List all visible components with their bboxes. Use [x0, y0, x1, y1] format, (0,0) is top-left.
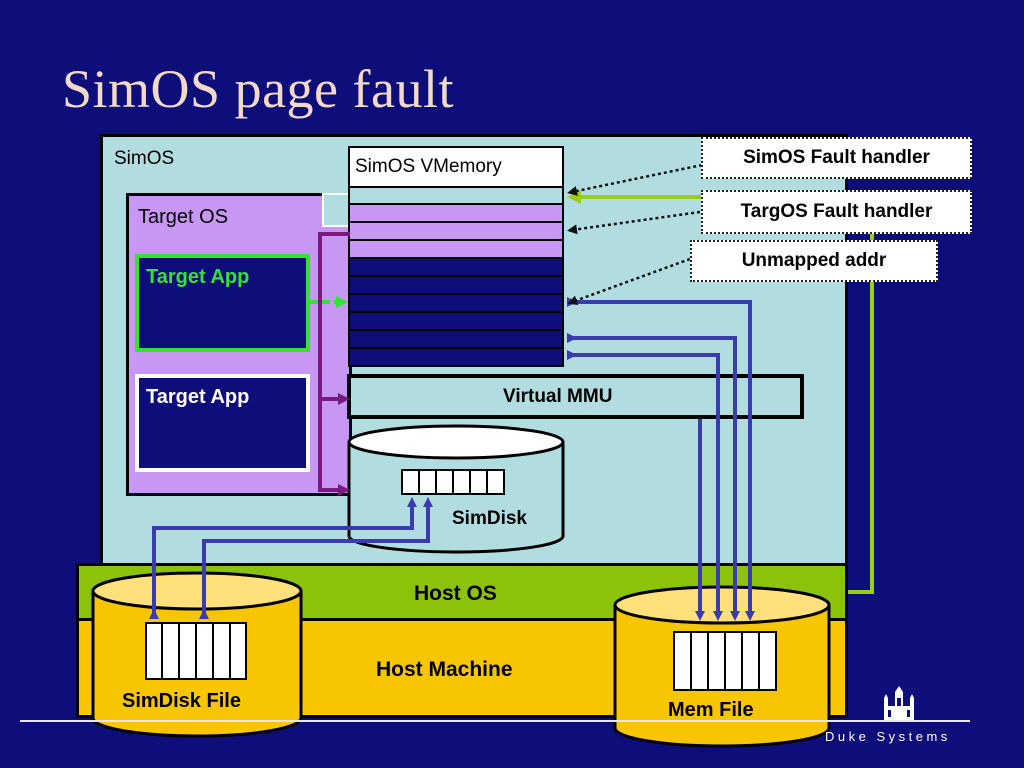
footer-brand: Duke Systems: [825, 729, 951, 744]
footer-rule: [20, 720, 970, 722]
virtual-mmu-label: Virtual MMU: [503, 386, 613, 407]
callout-targos-fault-handler: TargOS Fault handler: [701, 190, 972, 234]
vmemory-page: [348, 295, 564, 313]
simdisk-file-label: SimDisk File: [122, 690, 241, 712]
vmemory-page: [348, 277, 564, 295]
callout-simos-fault-handler: SimOS Fault handler: [701, 137, 972, 179]
slide-title: SimOS page fault: [62, 59, 454, 119]
host-os-label: Host OS: [414, 582, 497, 605]
vmemory-page: [348, 349, 564, 367]
vmemory-page: [348, 313, 564, 331]
host-machine-label: Host Machine: [376, 658, 513, 681]
vmemory-tab: [322, 193, 350, 227]
vmemory-page: [348, 223, 564, 241]
target-app-label-2: Target App: [146, 386, 250, 408]
target-app-label-1: Target App: [146, 266, 250, 288]
simdisk-label: SimDisk: [452, 508, 527, 529]
vmemory-page: [348, 188, 564, 205]
target-os-label: Target OS: [138, 206, 229, 228]
target-app-box-1: [135, 254, 310, 352]
simos-label: SimOS: [114, 148, 175, 169]
vmemory-page: [348, 205, 564, 223]
vmemory-label: SimOS VMemory: [355, 156, 502, 177]
vmemory-header: [348, 146, 564, 188]
target-app-box-2: [135, 374, 310, 472]
mem-file-label: Mem File: [668, 699, 754, 721]
duke-chapel-icon: [884, 686, 914, 720]
vmemory-page: [348, 241, 564, 259]
callout-unmapped-addr: Unmapped addr: [690, 240, 938, 282]
vmemory-page: [348, 331, 564, 349]
vmemory-page: [348, 259, 564, 277]
vmemory-pages: [348, 188, 564, 367]
